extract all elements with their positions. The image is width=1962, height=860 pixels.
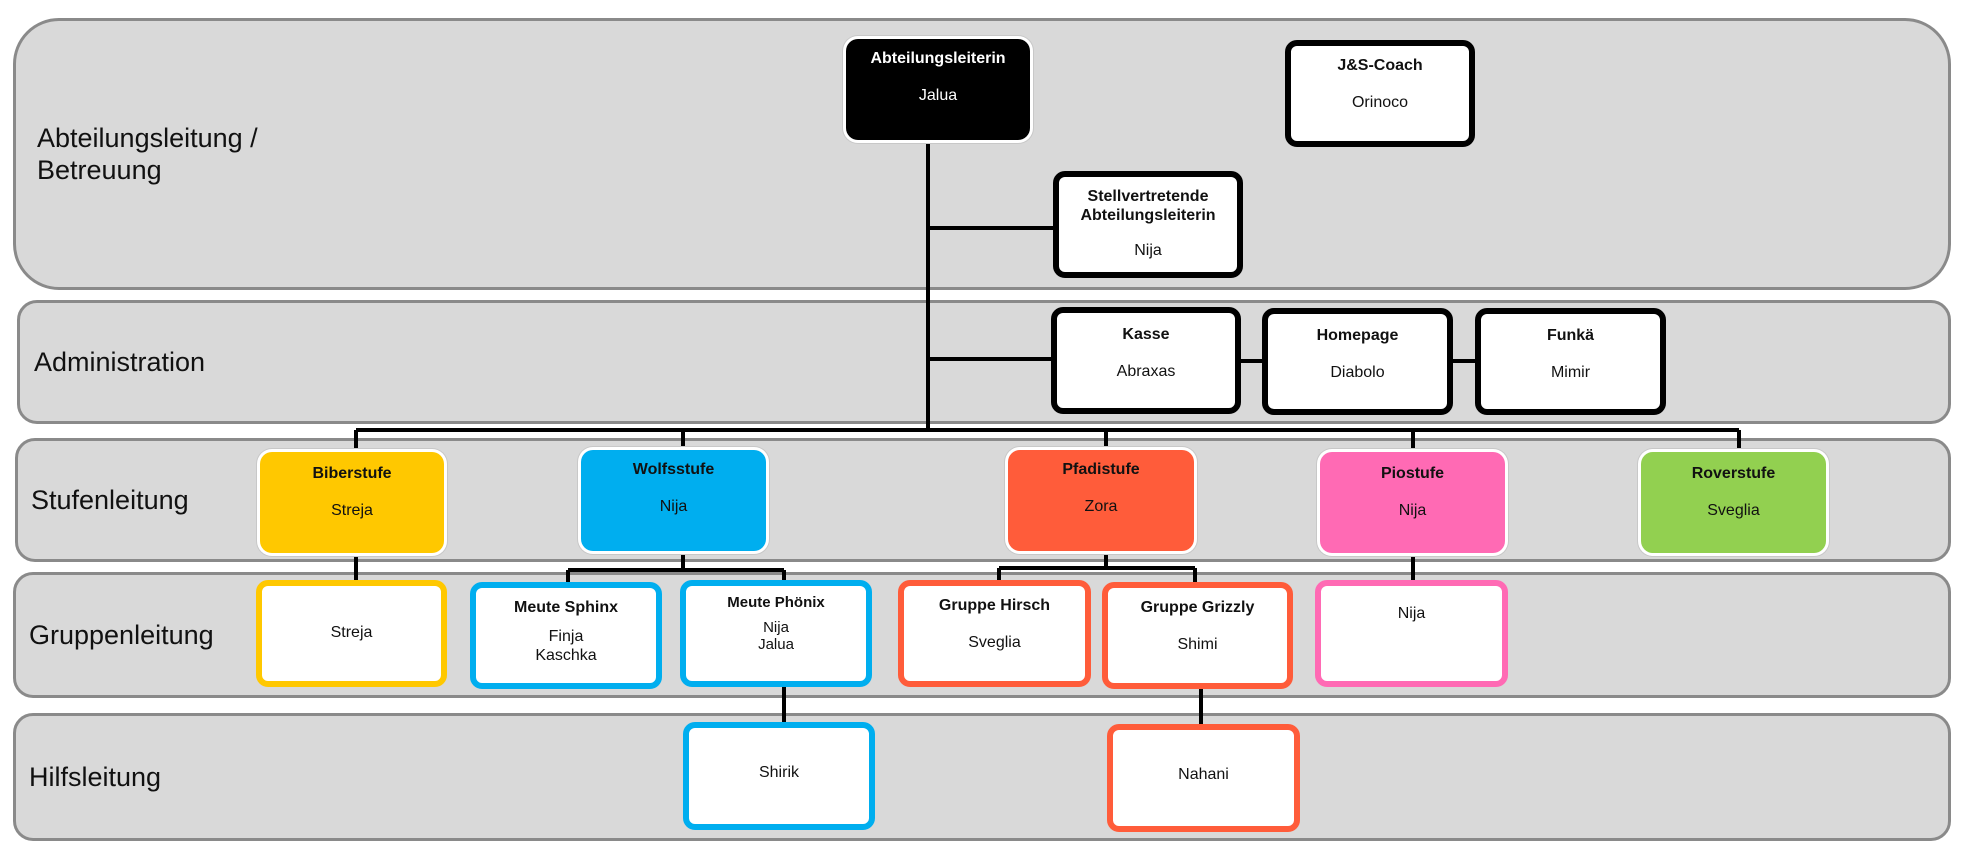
box-name: Jalua: [918, 87, 958, 104]
box-title: Wolfsstufe: [632, 461, 715, 478]
box-name: Nahani: [1178, 766, 1229, 783]
box-name: Sveglia: [968, 634, 1021, 651]
box-homepage: Homepage Diabolo: [1262, 308, 1453, 415]
box-title: Abteilungsleiterin: [870, 50, 1006, 67]
box-name: Shirik: [758, 764, 799, 781]
box-title: J&S-Coach: [1337, 57, 1423, 74]
box-title: Meute Sphinx: [513, 599, 618, 616]
box-piostufe: Piostufe Nija: [1320, 452, 1505, 553]
box-name: Nija Jalua: [758, 619, 794, 653]
box-gruppe-hirsch: Gruppe Hirsch Sveglia: [898, 580, 1091, 687]
box-title: Funkä: [1546, 327, 1595, 344]
box-meute-sphinx: Meute Sphinx Finja Kaschka: [470, 582, 662, 689]
box-name: Nija: [1134, 242, 1162, 259]
box-name: Sveglia: [1707, 502, 1760, 519]
box-title: Homepage: [1316, 327, 1399, 344]
box-name: Zora: [1084, 498, 1118, 515]
box-title: Biberstufe: [312, 465, 392, 482]
box-name: Diabolo: [1330, 364, 1385, 381]
box-name: Orinoco: [1351, 94, 1409, 111]
band-hilfsleitung: [13, 713, 1951, 841]
box-title: Gruppe Hirsch: [938, 597, 1051, 614]
box-name: Nija: [1398, 502, 1427, 519]
box-biberstufe: Biberstufe Streja: [260, 452, 444, 553]
band-label-stufenleitung: Stufenleitung: [31, 485, 189, 515]
box-title: Kasse: [1122, 326, 1170, 343]
box-name: Streja: [331, 502, 373, 519]
box-gruppe-biber: Streja: [256, 580, 447, 687]
box-hilfsleitung-shirik: Shirik: [683, 722, 875, 830]
box-name: Mimir: [1550, 364, 1591, 381]
box-hilfsleitung-nahani: Nahani: [1107, 724, 1300, 832]
box-title: Pfadistufe: [1062, 461, 1140, 478]
box-kasse: Kasse Abraxas: [1051, 307, 1241, 414]
box-name: Nija: [1397, 605, 1426, 622]
box-title: Piostufe: [1380, 465, 1445, 482]
box-name: Nija: [659, 498, 688, 515]
box-abteilungsleiterin: Abteilungsleiterin Jalua: [846, 39, 1030, 140]
box-name: Streja: [330, 624, 373, 641]
band-label-administration: Administration: [34, 347, 206, 377]
box-gruppe-grizzly: Gruppe Grizzly Shimi: [1102, 582, 1293, 689]
band-label-abteilungsleitung: Abteilungsleitung / Betreuung: [37, 123, 258, 185]
box-title: Stellvertretende Abteilungsleiterin: [1080, 188, 1216, 224]
box-name: Abraxas: [1116, 363, 1176, 380]
box-js-coach: J&S-Coach Orinoco: [1285, 40, 1475, 147]
box-stellvertretende-abteilungsleiterin: Stellvertretende Abteilungsleiterin Nija: [1053, 171, 1243, 278]
box-gruppe-pio: Nija: [1315, 580, 1508, 687]
band-label-gruppenleitung: Gruppenleitung: [29, 620, 214, 650]
box-roverstufe: Roverstufe Sveglia: [1641, 452, 1826, 553]
box-funka: Funkä Mimir: [1475, 308, 1666, 415]
box-name: Shimi: [1177, 636, 1218, 653]
box-title: Roverstufe: [1691, 465, 1776, 482]
box-pfadistufe: Pfadistufe Zora: [1008, 450, 1194, 551]
box-title: Meute Phönix: [727, 594, 825, 611]
box-meute-phoenix: Meute Phönix Nija Jalua: [680, 580, 872, 687]
box-name: Finja Kaschka: [535, 628, 597, 664]
band-label-hilfsleitung: Hilfsleitung: [29, 762, 162, 792]
box-wolfsstufe: Wolfsstufe Nija: [581, 450, 766, 551]
box-title: Gruppe Grizzly: [1140, 599, 1255, 616]
